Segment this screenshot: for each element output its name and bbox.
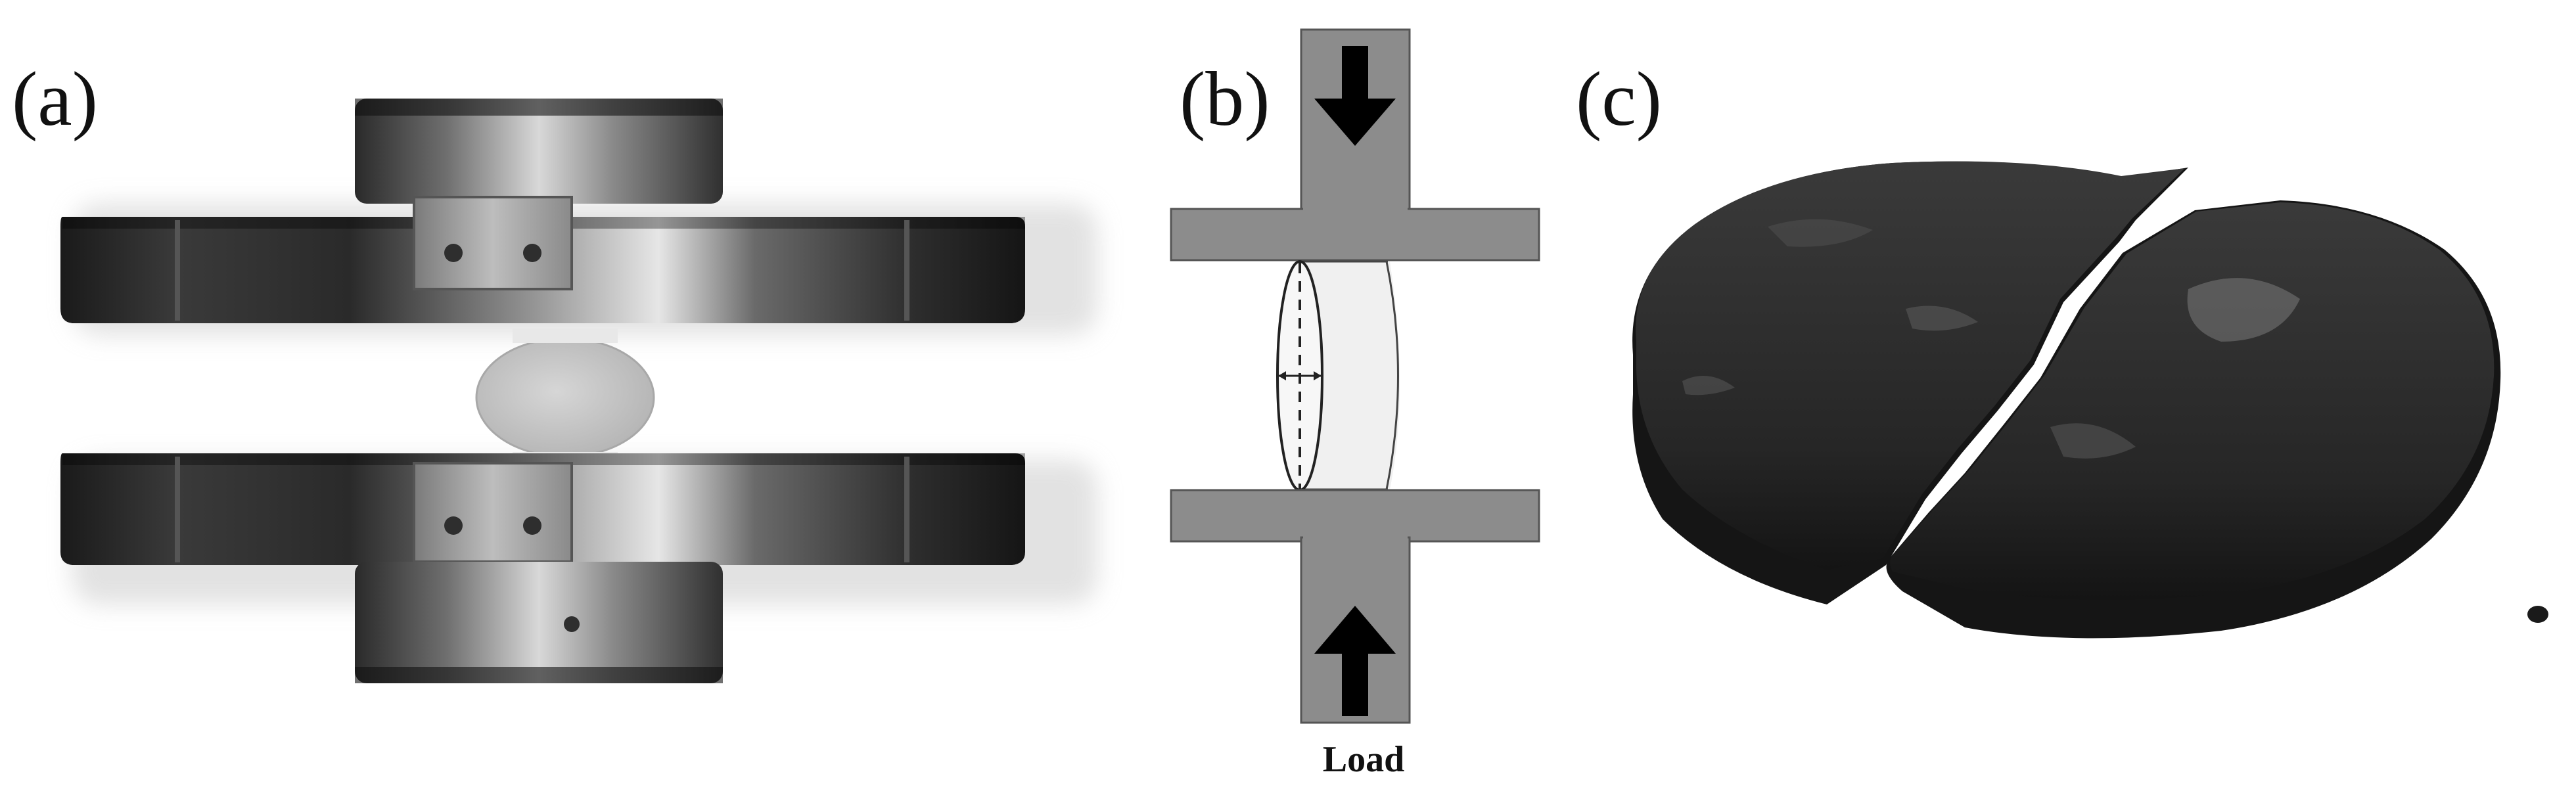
panel-label-a: (a) bbox=[12, 56, 98, 142]
panel-b-schematic bbox=[1170, 28, 1540, 724]
left-fragment bbox=[1636, 161, 2185, 570]
upper-hub bbox=[355, 99, 723, 204]
panel-label-c: (c) bbox=[1576, 56, 1662, 142]
load-label: Load bbox=[1322, 739, 1405, 780]
panel-label-b: (b) bbox=[1180, 56, 1270, 142]
debris-fragment bbox=[2527, 606, 2548, 623]
bolt-icon bbox=[523, 516, 541, 535]
upper-clamp-block bbox=[413, 196, 573, 290]
specimen-cylinder bbox=[1276, 260, 1400, 491]
bolt-icon bbox=[444, 244, 463, 262]
lower-hub bbox=[355, 562, 723, 683]
panel-a-fixture bbox=[60, 99, 1097, 683]
right-fragment bbox=[1890, 202, 2495, 600]
upper-platen bbox=[1170, 28, 1540, 261]
bolt-icon bbox=[523, 244, 541, 262]
specimen-disc bbox=[475, 329, 655, 466]
bolt-icon bbox=[444, 516, 463, 535]
panel-c-fractured-specimen bbox=[1632, 161, 2548, 639]
arrow-up-icon bbox=[1314, 606, 1396, 716]
lower-clamp-block bbox=[413, 462, 573, 563]
arrow-down-icon bbox=[1314, 46, 1396, 146]
